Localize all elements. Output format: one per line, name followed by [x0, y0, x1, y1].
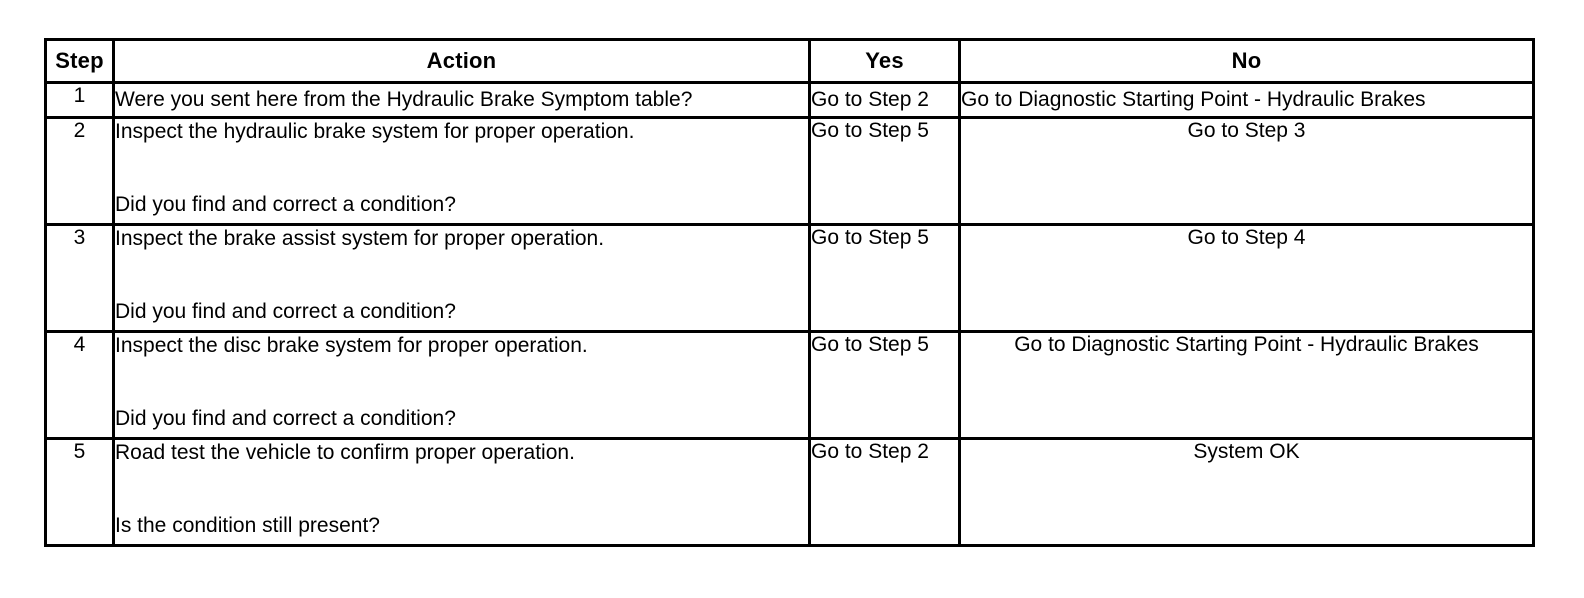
cell-yes: Go to Step 5 — [808, 330, 961, 440]
cell-no: Go to Diagnostic Starting Point - Hydrau… — [958, 330, 1535, 440]
table-row: 2 Inspect the hydraulic brake system for… — [44, 116, 1535, 226]
table-row: 4 Inspect the disc brake system for prop… — [44, 330, 1535, 440]
action-text-block: Road test the vehicle to confirm proper … — [115, 440, 808, 540]
action-question: Is the condition still present? — [115, 514, 380, 538]
action-text-block: Inspect the disc brake system for proper… — [115, 333, 808, 433]
table-header-row: Step Action Yes No — [44, 38, 1535, 84]
action-text-block: Inspect the hydraulic brake system for p… — [115, 119, 808, 219]
cell-no: Go to Step 3 — [958, 116, 1535, 226]
cell-step: 4 — [44, 330, 115, 440]
diagnostic-procedure-table: Step Action Yes No 1 Were you sent here … — [44, 38, 1535, 547]
table-row: 3 Inspect the brake assist system for pr… — [44, 223, 1535, 333]
column-header-step: Step — [44, 38, 115, 84]
cell-step: 1 — [44, 81, 115, 119]
action-text-block: Inspect the brake assist system for prop… — [115, 226, 808, 326]
cell-action: Road test the vehicle to confirm proper … — [112, 437, 811, 547]
table-row: 1 Were you sent here from the Hydraulic … — [44, 81, 1535, 119]
cell-step: 3 — [44, 223, 115, 333]
column-header-action: Action — [112, 38, 811, 84]
cell-step: 2 — [44, 116, 115, 226]
cell-action: Inspect the disc brake system for proper… — [112, 330, 811, 440]
column-header-yes: Yes — [808, 38, 961, 84]
action-instruction: Inspect the brake assist system for prop… — [115, 227, 605, 250]
action-question: Did you find and correct a condition? — [115, 300, 456, 324]
table-row: 5 Road test the vehicle to confirm prope… — [44, 437, 1535, 547]
cell-yes: Go to Step 2 — [808, 437, 961, 547]
cell-action: Were you sent here from the Hydraulic Br… — [112, 81, 811, 119]
action-instruction: Inspect the disc brake system for proper… — [115, 334, 588, 357]
action-question: Did you find and correct a condition? — [115, 407, 456, 431]
cell-no: Go to Diagnostic Starting Point - Hydrau… — [958, 81, 1535, 119]
column-header-no: No — [958, 38, 1535, 84]
cell-yes: Go to Step 5 — [808, 116, 961, 226]
action-instruction: Inspect the hydraulic brake system for p… — [115, 120, 635, 143]
cell-no: Go to Step 4 — [958, 223, 1535, 333]
action-question: Did you find and correct a condition? — [115, 193, 456, 217]
cell-yes: Go to Step 2 — [808, 81, 961, 119]
cell-step: 5 — [44, 437, 115, 547]
cell-no: System OK — [958, 437, 1535, 547]
cell-action: Inspect the hydraulic brake system for p… — [112, 116, 811, 226]
cell-yes: Go to Step 5 — [808, 223, 961, 333]
cell-action: Inspect the brake assist system for prop… — [112, 223, 811, 333]
action-instruction: Road test the vehicle to confirm proper … — [115, 441, 575, 464]
